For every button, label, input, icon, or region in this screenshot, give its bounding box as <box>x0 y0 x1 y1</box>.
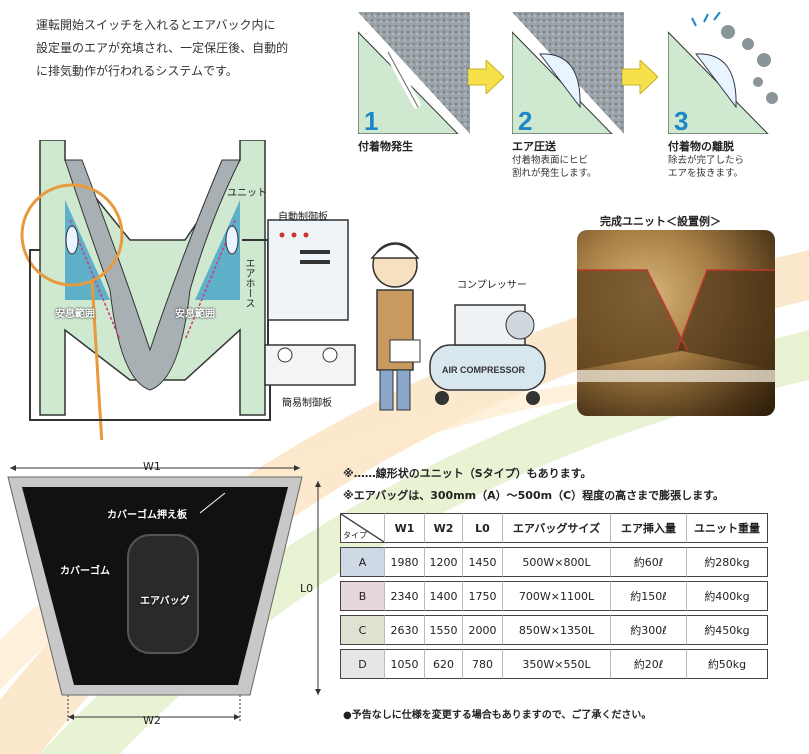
table-cell: 約60ℓ <box>610 547 686 577</box>
compressor-text: AIR COMPRESSOR <box>442 365 526 375</box>
step-3-desc-line: エアを抜きます。 <box>668 168 744 179</box>
table-header-air-volume: エア挿入量 <box>610 513 686 543</box>
step-3-panel: 3 付着物の離脱 除去が完了したら エアを抜きます。 <box>668 12 780 180</box>
photo-title: 完成ユニット＜設置例＞ <box>600 215 721 228</box>
spec-table: タイプ W1 W2 L0 エアバッグサイズ エア挿入量 ユニット重量 A 198… <box>340 509 768 683</box>
table-row: D 1050 620 780 350W×550L 約20ℓ 約50kg <box>340 649 768 679</box>
intro-text: 運転開始スイッチを入れるとエアバック内に 設定量のエアが充填され、一定保圧後、自… <box>36 14 336 83</box>
table-cell: 1200 <box>424 547 462 577</box>
table-header-bag-size: エアバッグサイズ <box>502 513 610 543</box>
arrow-right-icon <box>468 60 504 94</box>
step-1-illustration: 1 <box>358 12 470 134</box>
air-bag-label: エアバッグ <box>140 596 190 607</box>
intro-line: 設定量のエアが充填され、一定保圧後、自動的 <box>36 41 289 55</box>
table-cell: 1980 <box>384 547 424 577</box>
table-cell: 約450kg <box>686 615 768 645</box>
cover-plate-label: カバーゴム押え板 <box>107 510 187 521</box>
step-2-desc-line: 付着物表面にヒビ <box>512 155 589 166</box>
dim-l0-label: L0 <box>300 582 314 595</box>
step-3-illustration: 3 <box>668 12 780 134</box>
notes: ※……線形状のユニット（Sタイプ）もあります。 ※エアバッグは、300mm（A）… <box>343 463 724 507</box>
table-cell: 約150ℓ <box>610 581 686 611</box>
unit-label: ユニット <box>227 188 267 199</box>
table-header-l0: L0 <box>462 513 502 543</box>
system-illustration: AIR COMPRESSOR <box>20 140 546 440</box>
compressor-label: コンプレッサー <box>457 280 527 291</box>
table-row: C 2630 1550 2000 850W×1350L 約300ℓ 約450kg <box>340 615 768 645</box>
step-1-number: 1 <box>364 106 378 134</box>
step-2-desc-line: 割れが発生します。 <box>512 168 597 179</box>
intro-line: に排気動作が行われるシステムです。 <box>36 64 238 78</box>
step-1-title: 付着物発生 <box>358 140 413 153</box>
step-2-title: エア圧送 <box>512 140 556 153</box>
table-cell: 約50kg <box>686 649 768 679</box>
table-cell: 1400 <box>424 581 462 611</box>
table-cell: 約400kg <box>686 581 768 611</box>
table-cell: 780 <box>462 649 502 679</box>
table-cell: 2000 <box>462 615 502 645</box>
table-row: B 2340 1400 1750 700W×1100L 約150ℓ 約400kg <box>340 581 768 611</box>
table-cell: 700W×1100L <box>502 581 610 611</box>
air-hose-label: エアホース <box>243 258 254 308</box>
safe-range-right-label: 安息範囲 <box>175 309 215 320</box>
intro-line: 運転開始スイッチを入れるとエアバック内に <box>36 18 276 32</box>
table-cell: 約280kg <box>686 547 768 577</box>
dim-w1-label: W1 <box>143 460 161 473</box>
arrow-right-icon <box>622 60 658 94</box>
table-header-weight: ユニット重量 <box>686 513 768 543</box>
installation-photo <box>577 230 775 416</box>
type-cell: B <box>340 581 384 611</box>
step-2-panel: 2 エア圧送 付着物表面にヒビ 割れが発生します。 <box>512 12 624 180</box>
table-cell: 2630 <box>384 615 424 645</box>
step-3-number: 3 <box>674 106 688 134</box>
table-cell: 500W×800L <box>502 547 610 577</box>
table-cell: 1450 <box>462 547 502 577</box>
table-header-type: タイプ <box>340 513 384 543</box>
table-cell: 1050 <box>384 649 424 679</box>
type-cell: A <box>340 547 384 577</box>
note-line: ※……線形状のユニット（Sタイプ）もあります。 <box>343 467 592 480</box>
step-2-illustration: 2 <box>512 12 624 134</box>
simple-panel-label: 簡易制御板 <box>282 398 332 409</box>
table-row: A 1980 1200 1450 500W×800L 約60ℓ 約280kg <box>340 547 768 577</box>
note-line: ※エアバッグは、300mm（A）～500m（C）程度の高さまで膨張します。 <box>343 489 725 502</box>
step-2-number: 2 <box>518 106 532 134</box>
table-cell: 1750 <box>462 581 502 611</box>
step-3-title: 付着物の離脱 <box>668 140 734 153</box>
table-cell: 350W×550L <box>502 649 610 679</box>
dim-w2-label: W2 <box>143 714 161 727</box>
table-header-w2: W2 <box>424 513 462 543</box>
unit-drawing <box>7 465 321 723</box>
table-cell: 2340 <box>384 581 424 611</box>
table-header-w1: W1 <box>384 513 424 543</box>
auto-panel-label: 自動制御板 <box>278 212 328 223</box>
step-1-panel: 1 付着物発生 <box>358 12 470 154</box>
table-cell: 約20ℓ <box>610 649 686 679</box>
table-cell: 620 <box>424 649 462 679</box>
safe-range-left-label: 安息範囲 <box>55 309 95 320</box>
type-cell: C <box>340 615 384 645</box>
table-cell: 1550 <box>424 615 462 645</box>
type-header-label: タイプ <box>343 531 367 540</box>
footnote: ●予告なしに仕様を変更する場合もありますので、ご了承ください。 <box>343 710 652 721</box>
type-cell: D <box>340 649 384 679</box>
table-header-row: タイプ W1 W2 L0 エアバッグサイズ エア挿入量 ユニット重量 <box>340 513 768 543</box>
table-cell: 850W×1350L <box>502 615 610 645</box>
cover-rubber-label: カバーゴム <box>60 566 110 577</box>
step-3-desc-line: 除去が完了したら <box>668 155 745 166</box>
table-cell: 約300ℓ <box>610 615 686 645</box>
